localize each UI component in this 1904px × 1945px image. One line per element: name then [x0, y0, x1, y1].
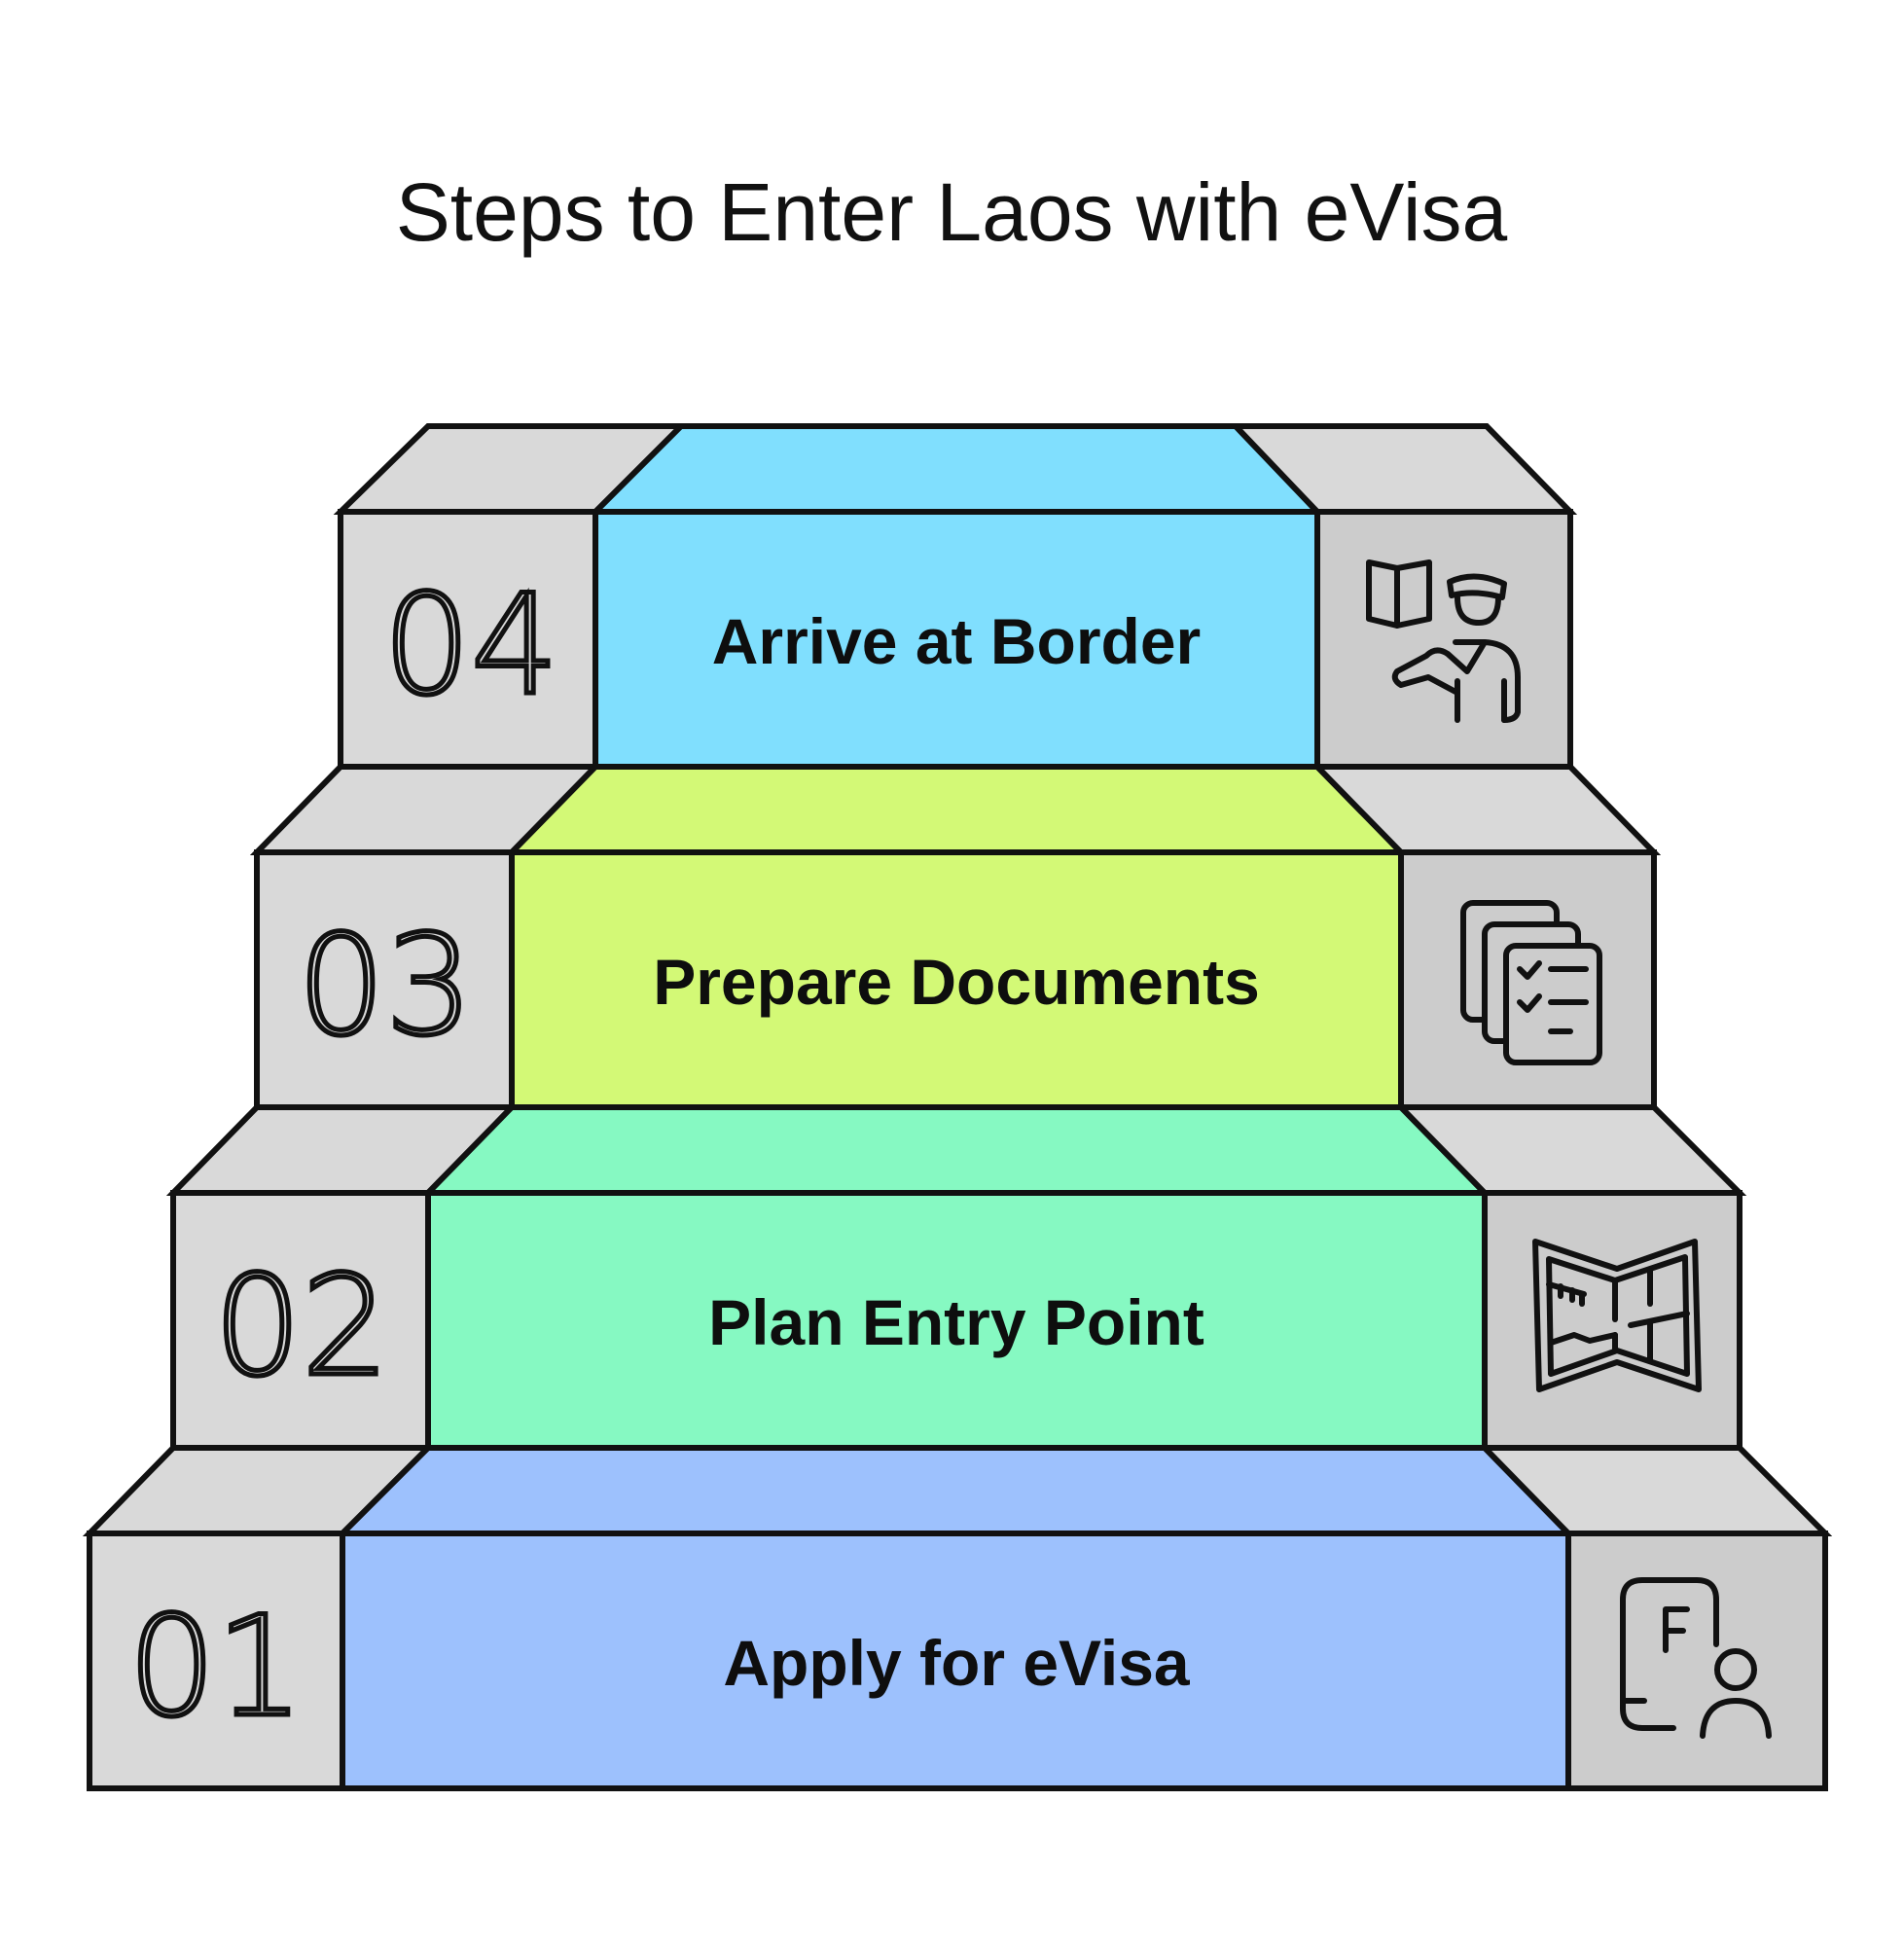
- step-03: 03 Prepare Documents: [249, 764, 1662, 1110]
- step-03-label-block: [509, 849, 1404, 1110]
- border-officer-icon: [1366, 559, 1521, 723]
- step-04-number-block: [338, 509, 598, 770]
- step-04-number: 04: [383, 565, 559, 726]
- application-form-icon: [1620, 1577, 1772, 1739]
- step-02-center-top: [420, 1104, 1492, 1196]
- step-01-number-block: [87, 1531, 345, 1791]
- step-04-center-top: [588, 423, 1325, 515]
- page-title: Steps to Enter Laos with eVisa: [396, 166, 1508, 258]
- step-01-center-top: [335, 1445, 1576, 1536]
- documents-checklist-icon: [1460, 900, 1602, 1065]
- step-03-number: 03: [298, 906, 474, 1066]
- step-01-icon-block: [1565, 1531, 1828, 1791]
- step-03-label: Prepare Documents: [653, 946, 1260, 1018]
- step-03-number-block: [254, 849, 515, 1110]
- step-02-label: Plan Entry Point: [708, 1286, 1204, 1358]
- step-02-number: 02: [214, 1246, 390, 1407]
- step-04: 04 Arrive at Border: [333, 423, 1578, 770]
- step-04-icon-block: [1314, 509, 1573, 770]
- step-01: 01 Apply for eVisa: [82, 1445, 1833, 1791]
- step-04-label: Arrive at Border: [712, 605, 1202, 677]
- step-01-label: Apply for eVisa: [723, 1627, 1191, 1699]
- step-02: 02 Plan Entry Point: [165, 1104, 1747, 1451]
- step-02-icon-block: [1482, 1190, 1742, 1451]
- map-icon: [1532, 1239, 1702, 1392]
- step-03-center-top: [504, 764, 1409, 855]
- step-01-number: 01: [128, 1587, 305, 1747]
